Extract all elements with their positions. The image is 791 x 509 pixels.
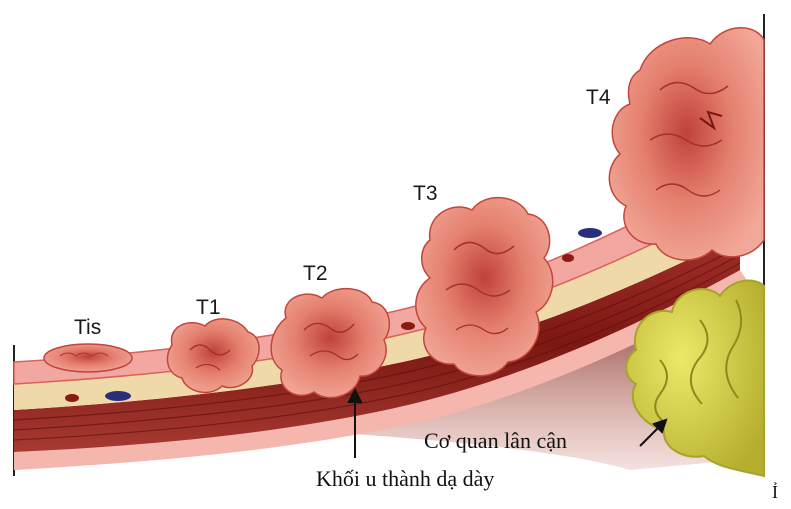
tumor-tis [44, 344, 132, 372]
stage-label-t4: T4 [586, 86, 611, 110]
stage-label-tis: Tis [74, 316, 101, 340]
tumor-t4 [609, 28, 764, 260]
wall-tumor-label: Khối u thành dạ dày [316, 466, 494, 492]
stage-label-t1: T1 [196, 296, 221, 320]
corner-mark: Ỉ [772, 482, 778, 503]
neighbor-organ-label: Cơ quan lân cận [424, 428, 567, 454]
stage-label-t3: T3 [413, 182, 438, 206]
stage-label-t2: T2 [303, 262, 328, 286]
